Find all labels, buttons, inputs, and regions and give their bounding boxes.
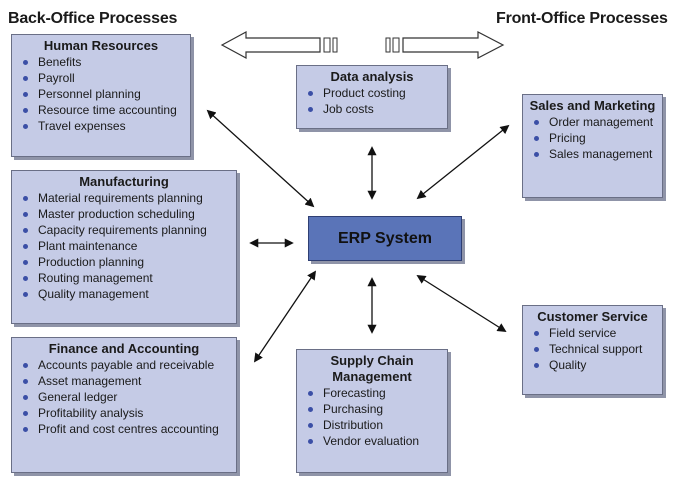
data-analysis-title: Data analysis: [330, 69, 414, 84]
finance-title: Finance and Accounting: [48, 341, 200, 356]
customer-service-box: Customer Service Field service Technical…: [522, 305, 663, 395]
manufacturing-box: Manufacturing Material requirements plan…: [11, 170, 237, 324]
supply-chain-box: Supply Chain Management Forecasting Purc…: [296, 349, 448, 473]
list-item: Routing management: [12, 271, 236, 286]
supply-chain-list: Forecasting Purchasing Distribution Vend…: [297, 386, 447, 449]
bullet-icon: [23, 427, 28, 432]
list-item: Field service: [523, 326, 662, 341]
bullet-icon: [23, 124, 28, 129]
bullet-icon: [23, 363, 28, 368]
arrow-hr-erp: [206, 109, 315, 208]
bullet-icon: [23, 395, 28, 400]
bullet-icon: [534, 363, 539, 368]
erp-system-box: ERP System: [308, 216, 462, 261]
bullet-icon: [534, 136, 539, 141]
list-item: Quality management: [12, 287, 236, 302]
list-item: Sales management: [523, 147, 662, 162]
list-item: Master production scheduling: [12, 207, 236, 222]
bullet-icon: [308, 391, 313, 396]
list-item: Job costs: [297, 102, 447, 117]
sales-marketing-list: Order management Pricing Sales managemen…: [523, 115, 662, 162]
bullet-icon: [23, 108, 28, 113]
bullet-icon: [534, 331, 539, 336]
finance-box: Finance and Accounting Accounts payable …: [11, 337, 237, 473]
data-analysis-list: Product costing Job costs: [297, 86, 447, 117]
bullet-icon: [23, 60, 28, 65]
human-resources-title: Human Resources: [43, 38, 159, 53]
list-item: Capacity requirements planning: [12, 223, 236, 238]
bullet-icon: [23, 244, 28, 249]
human-resources-list: Benefits Payroll Personnel planning Reso…: [12, 55, 190, 134]
list-item: Pricing: [523, 131, 662, 146]
list-item: Distribution: [297, 418, 447, 433]
bullet-icon: [23, 292, 28, 297]
list-item: Payroll: [12, 71, 190, 86]
front-office-heading: Front-Office Processes: [496, 10, 668, 27]
bullet-icon: [23, 260, 28, 265]
bullet-icon: [534, 120, 539, 125]
list-item: Profit and cost centres accounting: [12, 422, 236, 437]
list-item: Asset management: [12, 374, 236, 389]
data-analysis-box: Data analysis Product costing Job costs: [296, 65, 448, 129]
bullet-icon: [23, 76, 28, 81]
list-item: Production planning: [12, 255, 236, 270]
list-item: Profitability analysis: [12, 406, 236, 421]
manufacturing-list: Material requirements planning Master pr…: [12, 191, 236, 302]
bullet-icon: [308, 439, 313, 444]
customer-service-list: Field service Technical support Quality: [523, 326, 662, 373]
sales-marketing-title: Sales and Marketing: [529, 98, 656, 113]
front-office-hollow-arrow: [385, 31, 505, 59]
bullet-icon: [23, 411, 28, 416]
list-item: Material requirements planning: [12, 191, 236, 206]
list-item: Accounts payable and receivable: [12, 358, 236, 373]
list-item: Plant maintenance: [12, 239, 236, 254]
sales-marketing-box: Sales and Marketing Order management Pri…: [522, 94, 663, 198]
bullet-icon: [23, 228, 28, 233]
arrow-customer-service-erp: [416, 275, 507, 332]
back-office-heading: Back-Office Processes: [8, 10, 178, 27]
arrow-finance-erp: [253, 270, 317, 363]
list-item: Technical support: [523, 342, 662, 357]
list-item: Product costing: [297, 86, 447, 101]
bullet-icon: [23, 379, 28, 384]
customer-service-title: Customer Service: [537, 309, 648, 324]
arrow-sales-erp: [416, 124, 510, 200]
list-item: Resource time accounting: [12, 103, 190, 118]
list-item: Personnel planning: [12, 87, 190, 102]
bullet-icon: [23, 196, 28, 201]
bullet-icon: [308, 91, 313, 96]
list-item: General ledger: [12, 390, 236, 405]
list-item: Forecasting: [297, 386, 447, 401]
bullet-icon: [534, 152, 539, 157]
erp-system-label: ERP System: [338, 229, 432, 247]
human-resources-box: Human Resources Benefits Payroll Personn…: [11, 34, 191, 157]
supply-chain-title: Supply Chain Management: [330, 353, 414, 384]
bullet-icon: [23, 212, 28, 217]
bullet-icon: [308, 423, 313, 428]
list-item: Purchasing: [297, 402, 447, 417]
list-item: Benefits: [12, 55, 190, 70]
back-office-hollow-arrow: [220, 30, 338, 60]
list-item: Order management: [523, 115, 662, 130]
finance-list: Accounts payable and receivable Asset ma…: [12, 358, 236, 437]
bullet-icon: [534, 347, 539, 352]
bullet-icon: [23, 92, 28, 97]
list-item: Travel expenses: [12, 119, 190, 134]
bullet-icon: [308, 107, 313, 112]
manufacturing-title: Manufacturing: [79, 174, 169, 189]
list-item: Vendor evaluation: [297, 434, 447, 449]
list-item: Quality: [523, 358, 662, 373]
bullet-icon: [308, 407, 313, 412]
bullet-icon: [23, 276, 28, 281]
